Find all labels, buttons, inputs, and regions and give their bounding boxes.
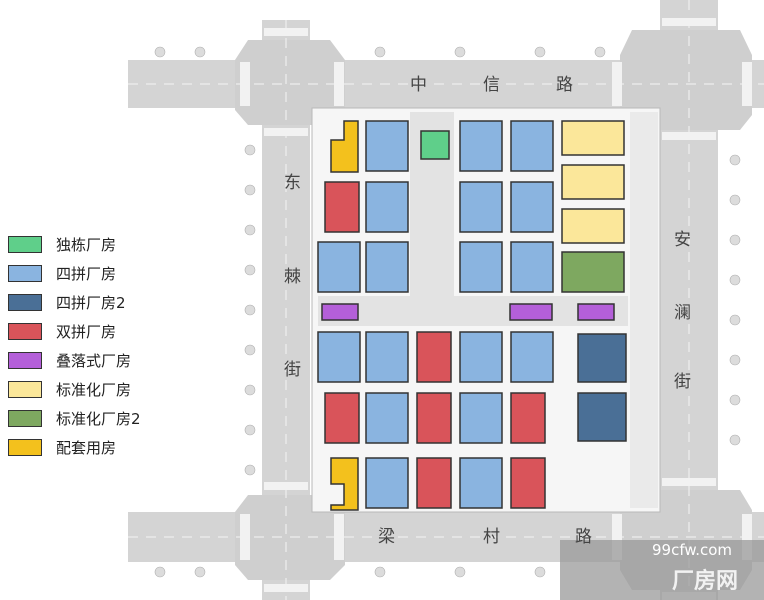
legend-swatch bbox=[8, 381, 42, 398]
legend-swatch bbox=[8, 323, 42, 340]
road-char: 安 bbox=[674, 230, 691, 250]
legend: 独栋厂房 四拼厂房 四拼厂房2 双拼厂房 叠落式厂房 标准化厂房 标准化厂房2 … bbox=[8, 233, 178, 465]
road-char: 街 bbox=[674, 372, 691, 392]
road-char: 村 bbox=[483, 527, 500, 547]
legend-label: 双拼厂房 bbox=[56, 323, 117, 341]
building-standard-2 bbox=[561, 164, 625, 200]
legend-swatch bbox=[8, 439, 42, 456]
watermark-brand: 厂房网 bbox=[672, 569, 739, 594]
building-quad-16 bbox=[459, 392, 503, 444]
building-quad-9 bbox=[459, 241, 503, 293]
building-quad-15 bbox=[365, 392, 409, 444]
legend-item: 标准化厂房2 bbox=[8, 407, 178, 436]
building-standard-1 bbox=[561, 120, 625, 156]
legend-item: 配套用房 bbox=[8, 436, 178, 465]
building-quad-17 bbox=[365, 457, 409, 509]
building-quad-18 bbox=[459, 457, 503, 509]
building-double-3 bbox=[324, 392, 360, 444]
road-char: 棘 bbox=[284, 267, 301, 287]
east-green-strip bbox=[630, 112, 658, 508]
building-quad2-2 bbox=[577, 392, 627, 442]
building-support-2 bbox=[330, 457, 359, 511]
legend-item: 四拼厂房2 bbox=[8, 291, 178, 320]
legend-label: 配套用房 bbox=[56, 439, 117, 457]
building-stacked-2 bbox=[509, 303, 553, 321]
building-quad-12 bbox=[365, 331, 409, 383]
building-quad-7 bbox=[317, 241, 361, 293]
legend-label: 四拼厂房 bbox=[56, 265, 117, 283]
legend-label: 标准化厂房2 bbox=[56, 410, 141, 428]
building-quad-8 bbox=[365, 241, 409, 293]
building-double-1 bbox=[324, 181, 360, 233]
internal-roads bbox=[318, 112, 628, 326]
building-quad-2 bbox=[459, 120, 503, 172]
building-quad-4 bbox=[365, 181, 409, 233]
intersection-nw bbox=[235, 40, 345, 125]
building-support-1 bbox=[330, 120, 359, 173]
building-standard-3 bbox=[561, 208, 625, 244]
building-quad-13 bbox=[459, 331, 503, 383]
legend-item: 四拼厂房 bbox=[8, 262, 178, 291]
watermark-site: 99cfw.com bbox=[652, 541, 733, 559]
road-char: 中 bbox=[410, 75, 427, 95]
building-double-6 bbox=[416, 457, 452, 509]
legend-item: 独栋厂房 bbox=[8, 233, 178, 262]
building-stacked-1 bbox=[321, 303, 359, 321]
legend-item: 双拼厂房 bbox=[8, 320, 178, 349]
road-network bbox=[128, 0, 764, 600]
road-char: 信 bbox=[483, 75, 500, 95]
road-char: 街 bbox=[284, 360, 301, 380]
building-quad-3 bbox=[510, 120, 554, 172]
road-char: 路 bbox=[575, 527, 592, 547]
legend-swatch bbox=[8, 265, 42, 282]
building-standard2-1 bbox=[561, 251, 625, 293]
building-double-2 bbox=[416, 331, 452, 383]
building-quad-14 bbox=[510, 331, 554, 383]
watermark-band bbox=[560, 540, 764, 600]
legend-swatch bbox=[8, 352, 42, 369]
building-single-1 bbox=[420, 130, 450, 160]
street-trees bbox=[154, 46, 741, 578]
building-double-4 bbox=[416, 392, 452, 444]
legend-swatch bbox=[8, 410, 42, 427]
road-char: 梁 bbox=[378, 527, 395, 547]
legend-label: 叠落式厂房 bbox=[56, 352, 132, 370]
legend-label: 标准化厂房 bbox=[56, 381, 132, 399]
legend-item: 叠落式厂房 bbox=[8, 349, 178, 378]
road-char: 澜 bbox=[674, 303, 691, 323]
legend-label: 独栋厂房 bbox=[56, 236, 117, 254]
building-quad-11 bbox=[317, 331, 361, 383]
building-layer bbox=[317, 120, 627, 511]
legend-label: 四拼厂房2 bbox=[56, 294, 126, 312]
building-quad-5 bbox=[459, 181, 503, 233]
building-quad2-1 bbox=[577, 333, 627, 383]
building-double-5 bbox=[510, 392, 546, 444]
building-quad-6 bbox=[510, 181, 554, 233]
legend-swatch bbox=[8, 236, 42, 253]
legend-item: 标准化厂房 bbox=[8, 378, 178, 407]
building-quad-10 bbox=[510, 241, 554, 293]
road-char: 东 bbox=[284, 173, 301, 193]
intersection-ne bbox=[620, 30, 752, 130]
building-double-7 bbox=[510, 457, 546, 509]
building-stacked-3 bbox=[577, 303, 615, 321]
legend-swatch bbox=[8, 294, 42, 311]
building-quad-1 bbox=[365, 120, 409, 172]
road-char: 路 bbox=[556, 75, 573, 95]
